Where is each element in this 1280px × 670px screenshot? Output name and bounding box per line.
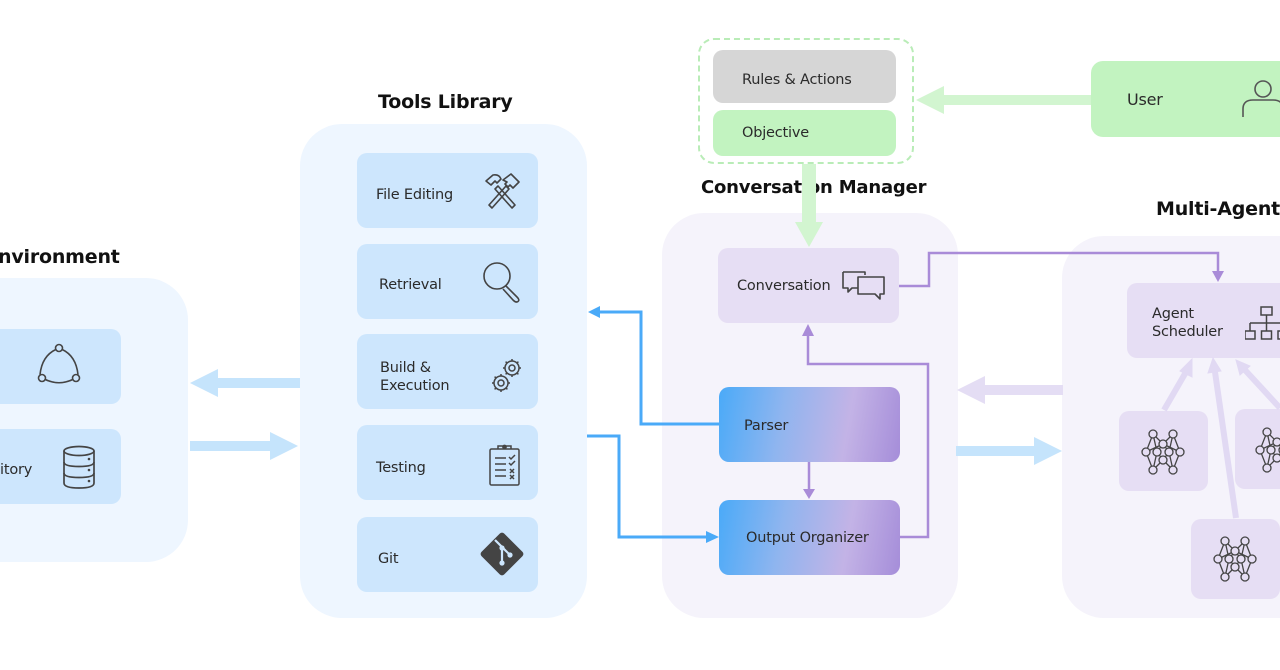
rules-actions-card[interactable]: Rules & Actions	[713, 50, 896, 103]
user-card[interactable]: User	[1091, 61, 1280, 137]
tool-testing[interactable]: Testing	[357, 425, 538, 500]
build-execution-label-line1: Build &	[380, 360, 431, 376]
arrow-user-to-prompt	[916, 86, 1091, 114]
arrow-tools-to-environment	[190, 369, 300, 397]
neural-network-icon	[1210, 535, 1260, 583]
agent-card-3[interactable]	[1191, 519, 1280, 599]
prompt-group	[698, 38, 914, 164]
build-execution-label: Build & Execution	[380, 359, 450, 395]
arrow-parser-to-tools-head	[588, 306, 600, 318]
arrow-multi-agent-to-manager	[957, 376, 1063, 404]
git-label: Git	[378, 551, 399, 567]
retrieval-label: Retrieval	[379, 277, 442, 293]
environment-card-repository[interactable]: itory	[0, 429, 121, 504]
tool-git[interactable]: Git	[357, 517, 538, 592]
agent-scheduler-label: Agent Scheduler	[1152, 305, 1223, 341]
file-editing-label: File Editing	[376, 187, 453, 203]
agent-card-2[interactable]	[1235, 409, 1280, 489]
neural-network-icon	[1252, 426, 1280, 474]
agent-card-1[interactable]	[1119, 411, 1208, 491]
hammer-crossed-icon	[485, 173, 520, 209]
agent-scheduler-card[interactable]: Agent Scheduler	[1127, 283, 1280, 358]
agent-scheduler-label-line2: Scheduler	[1152, 324, 1223, 340]
conversation-card[interactable]: Conversation	[718, 248, 899, 323]
conversation-manager-title: Conversation Manager	[701, 177, 927, 198]
build-execution-label-line2: Execution	[380, 378, 450, 394]
output-organizer-card[interactable]: Output Organizer	[719, 500, 900, 575]
git-icon	[480, 532, 524, 576]
tools-library-title: Tools Library	[378, 91, 513, 113]
share-nodes-icon	[37, 343, 81, 384]
tool-build-execution[interactable]: Build & Execution	[357, 334, 538, 409]
user-label: User	[1127, 90, 1163, 109]
agent-scheduler-label-line1: Agent	[1152, 306, 1194, 322]
clipboard-checklist-icon	[489, 444, 520, 486]
testing-label: Testing	[376, 460, 426, 476]
conversation-label: Conversation	[737, 278, 831, 294]
database-icon	[63, 445, 95, 489]
neural-network-icon	[1138, 428, 1188, 476]
hierarchy-icon	[1245, 306, 1280, 340]
chat-bubbles-icon	[842, 271, 885, 300]
magnifier-icon	[483, 262, 520, 303]
arrow-manager-to-multi-agent	[956, 437, 1062, 465]
arrow-environment-to-tools	[190, 432, 298, 460]
repository-label: itory	[0, 462, 33, 478]
parser-label: Parser	[744, 418, 789, 434]
environment-card-network[interactable]	[0, 329, 121, 404]
rules-actions-label: Rules & Actions	[742, 72, 852, 88]
objective-label: Objective	[742, 125, 809, 141]
gears-icon	[492, 359, 521, 392]
multi-agent-title: Multi-Agent	[1156, 198, 1280, 220]
output-organizer-label: Output Organizer	[746, 530, 869, 546]
objective-card[interactable]: Objective	[713, 110, 896, 156]
tool-retrieval[interactable]: Retrieval	[357, 244, 538, 319]
environment-panel	[0, 278, 188, 562]
parser-card[interactable]: Parser	[719, 387, 900, 462]
environment-title: nvironment	[0, 246, 120, 268]
user-icon	[1242, 80, 1280, 117]
tool-file-editing[interactable]: File Editing	[357, 153, 538, 228]
